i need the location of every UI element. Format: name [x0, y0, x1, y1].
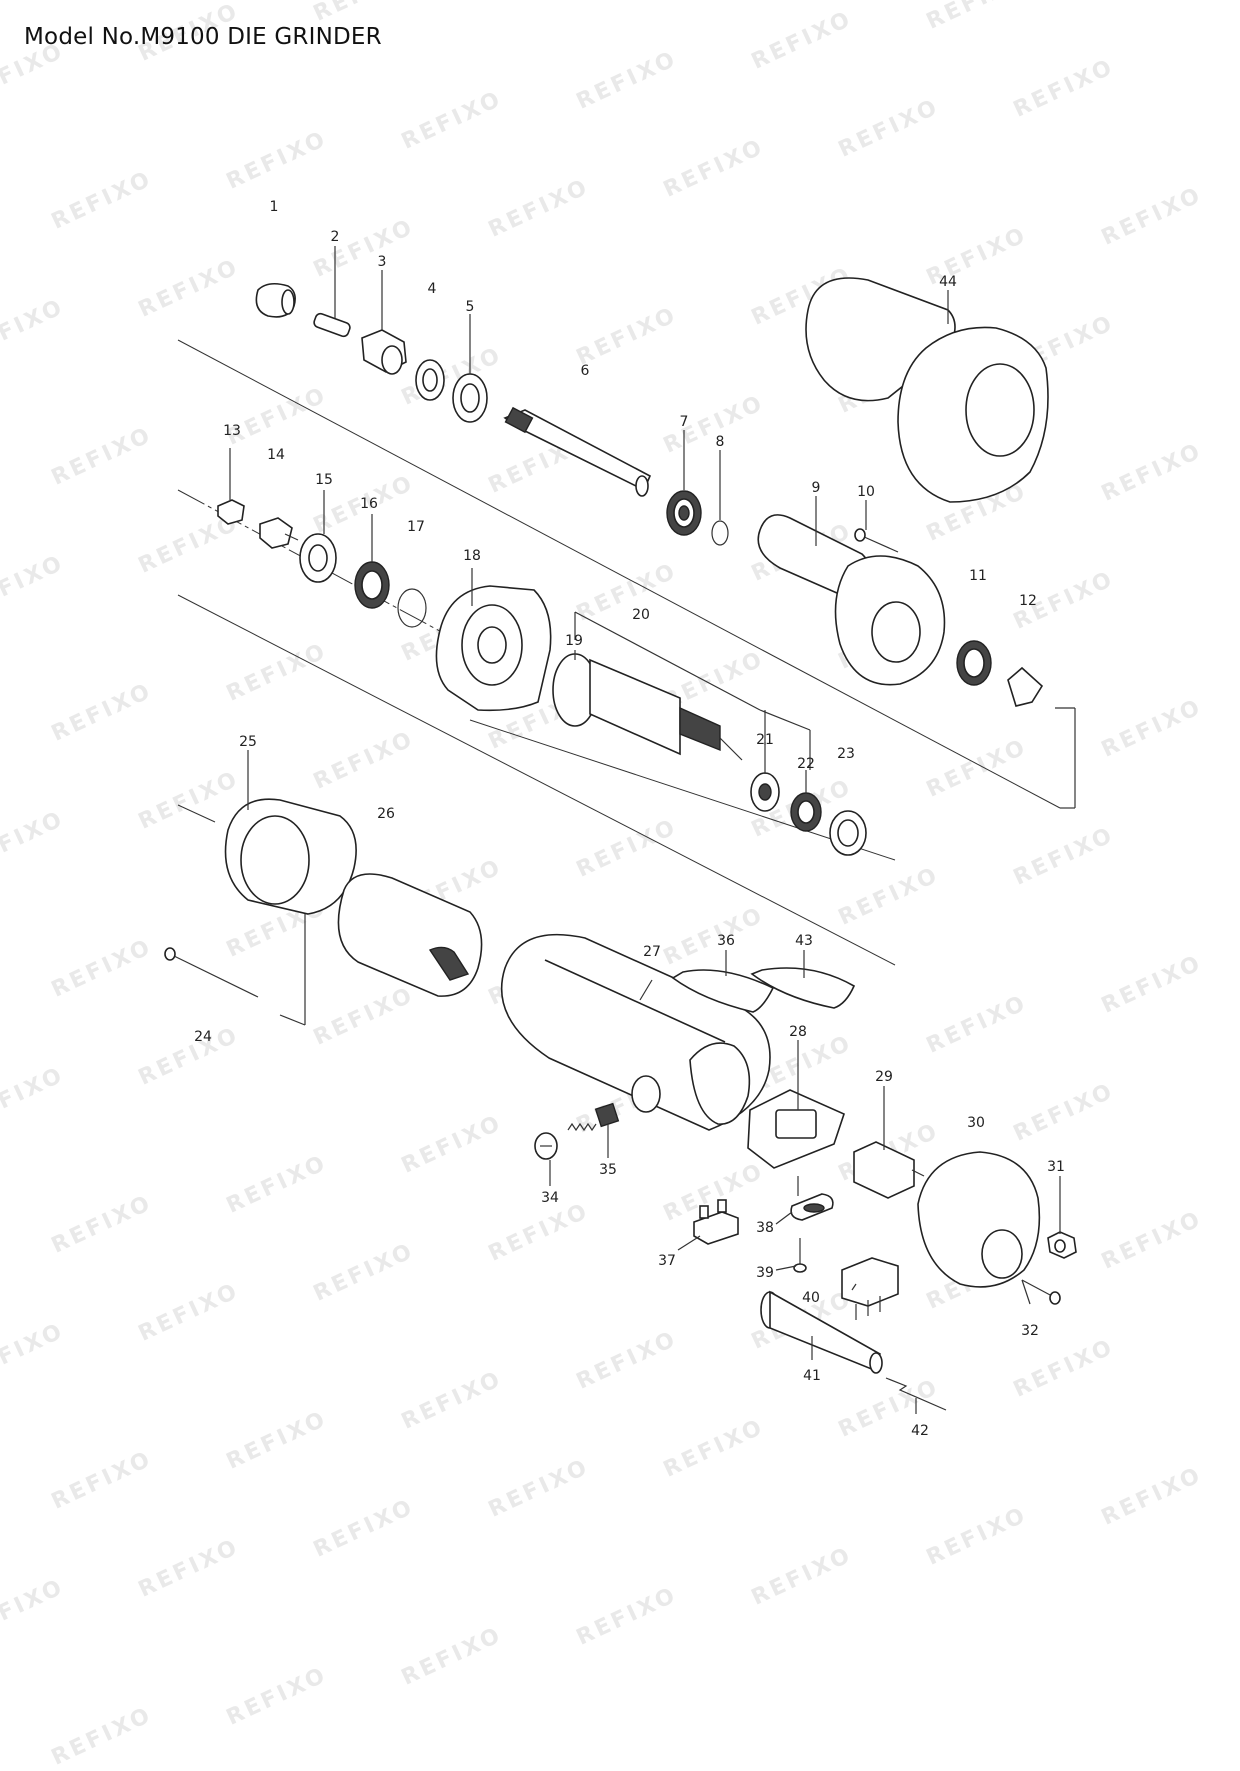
part-label: 21 — [756, 732, 774, 748]
part-cord — [885, 1377, 947, 1411]
part-baffle-plate — [435, 585, 552, 712]
part-long-screw — [164, 947, 259, 998]
part-spindle — [503, 406, 652, 497]
part-label: 30 — [967, 1115, 985, 1131]
part-label: 34 — [541, 1190, 559, 1206]
part-label: 44 — [939, 274, 957, 290]
part-label: 6 — [581, 363, 590, 379]
part-terminal-block — [693, 1199, 739, 1245]
part-label: 39 — [756, 1265, 774, 1281]
part-handle-housing — [805, 277, 1049, 503]
part-ball-bearing-22 — [790, 792, 822, 832]
part-carbon-brush — [567, 1102, 620, 1132]
part-label: 25 — [239, 734, 257, 750]
part-label: 2 — [331, 229, 340, 245]
part-ball-bearing-front — [666, 490, 702, 536]
part-nut — [361, 329, 407, 375]
part-label: 41 — [803, 1368, 821, 1384]
part-label: 16 — [360, 496, 378, 512]
part-insulation-nut-14 — [259, 517, 299, 549]
part-label: 42 — [911, 1423, 929, 1439]
part-screw-10 — [854, 528, 899, 553]
part-label: 38 — [756, 1220, 774, 1236]
part-noise-suppressor — [841, 1257, 899, 1320]
part-ball-bearing-rear — [956, 640, 992, 686]
part-tapping-screw-32 — [1021, 1279, 1061, 1305]
part-label: 36 — [717, 933, 735, 949]
part-label: 1 — [270, 199, 279, 215]
part-brush-holder-cap — [534, 1132, 558, 1160]
leader-lines — [229, 246, 1061, 1414]
part-ball-bearing-16 — [354, 561, 390, 609]
part-label: 5 — [466, 299, 475, 315]
part-washer — [415, 359, 445, 401]
part-label: 20 — [632, 607, 650, 623]
part-label: 9 — [812, 480, 821, 496]
part-label: 13 — [223, 423, 241, 439]
part-label: 22 — [797, 756, 815, 772]
part-washer-large — [452, 373, 488, 423]
part-label: 18 — [463, 548, 481, 564]
part-rear-cover — [917, 1151, 1041, 1288]
part-insulation-washer — [829, 810, 867, 856]
part-label: 29 — [875, 1069, 893, 1085]
part-collet-cone — [313, 312, 351, 338]
part-label: 17 — [407, 519, 425, 535]
part-label: 43 — [795, 933, 813, 949]
part-labels: 1 2 3 4 5 6 7 8 9 10 11 12 13 14 15 16 1… — [194, 199, 1065, 1439]
part-ball-bearing-21 — [750, 772, 780, 812]
part-tapping-screw-39 — [793, 1238, 807, 1273]
part-label: 26 — [377, 806, 395, 822]
part-washer-15 — [299, 533, 337, 583]
part-label: 10 — [857, 484, 875, 500]
part-switch-holder — [747, 1089, 845, 1169]
part-collet-nut — [255, 282, 296, 318]
part-clip-13 — [217, 499, 245, 525]
part-armature — [552, 653, 743, 761]
part-label: 7 — [680, 414, 689, 430]
part-label: 23 — [837, 746, 855, 762]
part-retaining-ring — [711, 520, 729, 546]
part-name-plate-36 — [671, 969, 775, 1013]
part-bearing-box — [757, 514, 946, 686]
part-label: 24 — [194, 1029, 212, 1045]
part-name-plate-43 — [750, 967, 856, 1009]
part-o-ring — [397, 588, 427, 628]
part-field-coil — [337, 873, 483, 997]
part-label: 31 — [1047, 1159, 1065, 1175]
part-label: 8 — [716, 434, 725, 450]
part-label: 11 — [969, 568, 987, 584]
part-label: 37 — [658, 1253, 676, 1269]
part-label: 19 — [565, 633, 583, 649]
part-strain-relief — [790, 1193, 834, 1221]
part-label: 40 — [802, 1290, 820, 1306]
part-label: 3 — [378, 254, 387, 270]
part-label: 15 — [315, 472, 333, 488]
part-label: 27 — [643, 944, 661, 960]
part-label: 14 — [267, 447, 285, 463]
page-title: Model No.M9100 DIE GRINDER — [24, 24, 382, 50]
part-label: 28 — [789, 1024, 807, 1040]
part-baffle-ring — [224, 798, 357, 915]
part-motor-housing — [500, 933, 771, 1131]
part-rear-nut — [1047, 1231, 1077, 1259]
part-label: 12 — [1019, 593, 1037, 609]
part-label: 4 — [428, 281, 437, 297]
part-switch — [853, 1141, 925, 1199]
part-cord-guard — [760, 1290, 883, 1374]
part-label: 32 — [1021, 1323, 1039, 1339]
part-label: 35 — [599, 1162, 617, 1178]
part-fan-cap — [1007, 666, 1044, 707]
